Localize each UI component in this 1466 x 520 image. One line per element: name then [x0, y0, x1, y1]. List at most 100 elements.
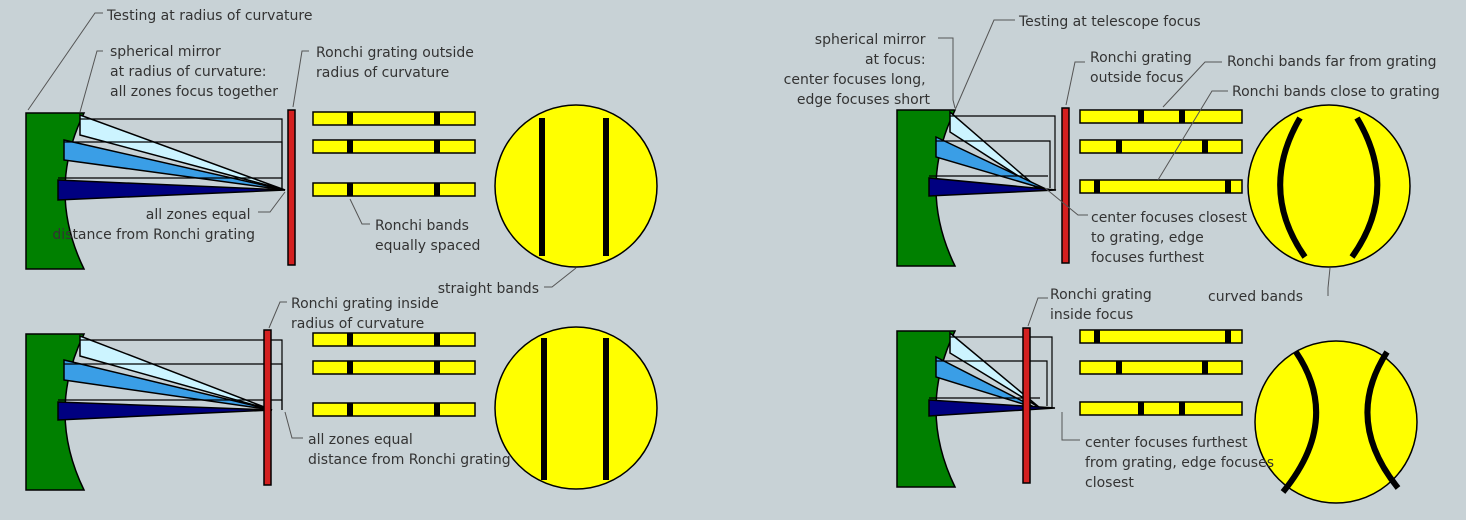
bar-band [1116, 361, 1122, 374]
bar-band [434, 112, 440, 125]
left-leaders [27, 12, 577, 439]
zone-cones-left-top [57, 113, 286, 201]
ronchi-bars-right-bottom [1079, 329, 1243, 416]
return-ray [936, 140, 1051, 188]
left-bottom-assembly [25, 326, 658, 491]
left-top-assembly [25, 104, 658, 270]
zone-inner-cone [928, 399, 1056, 417]
left-inside-zones-label: all zones equal distance from Ronchi gra… [308, 432, 511, 468]
ronchi-bar [1079, 139, 1243, 154]
straight-band [539, 118, 545, 256]
right-outside-focus-label: center focuses closest to grating, edge … [1091, 210, 1252, 266]
bar-band [1225, 180, 1231, 193]
left-inside-grating-label: Ronchi grating inside radius of curvatur… [291, 296, 443, 332]
straight-bands-label: straight bands [438, 281, 539, 297]
bar-band [434, 333, 440, 346]
ronchi-bar [1079, 329, 1243, 344]
right-bottom-assembly [896, 327, 1418, 504]
return-ray [950, 115, 1056, 190]
ronchi-bar [312, 139, 476, 154]
return-ray [64, 363, 283, 410]
right-panel: Testing at telescope focus spherical mir… [784, 14, 1440, 504]
right-mirror-label: spherical mirror at focus: center focuse… [784, 32, 931, 108]
right-inside-focus-label: center focuses furthest from grating, ed… [1085, 435, 1278, 491]
zone-outer-cone [79, 334, 273, 411]
straight-band [603, 118, 609, 256]
bar-band [1116, 140, 1122, 153]
ronchi-grating-left-bottom [263, 329, 272, 486]
bar-band [347, 140, 353, 153]
zone-cones-left-bottom [57, 334, 283, 421]
left-panel: Testing at radius of curvature spherical… [25, 8, 658, 491]
bar-band [434, 361, 440, 374]
curved-band [1349, 116, 1381, 259]
zone-outer-cone [949, 110, 1041, 191]
straight-band [603, 338, 609, 480]
bar-band [347, 333, 353, 346]
ronchi-bar [312, 182, 476, 197]
zone-outer-cone [79, 113, 286, 191]
bar-band [1138, 402, 1144, 415]
ronchi-bars-right-top [1079, 109, 1243, 194]
bar-band [1179, 110, 1185, 123]
ronchi-grating-left-top [287, 109, 296, 266]
ronchi-bar [312, 111, 476, 126]
right-inside-grating-label: Ronchi grating inside focus [1050, 287, 1156, 323]
ronchi-bars-left-top [312, 111, 476, 197]
bar-band [434, 140, 440, 153]
ronchi-bars-left-bottom [312, 332, 476, 417]
ronchi-bar [312, 332, 476, 347]
ronchi-bar [1079, 179, 1243, 194]
straight-band [541, 338, 547, 480]
curved-band [1280, 350, 1320, 494]
ronchi-grating-right-top [1061, 107, 1070, 264]
bar-band [1179, 402, 1185, 415]
ronchigram-right-top [1247, 104, 1411, 268]
ronchigram-right-bottom [1254, 340, 1418, 504]
return-ray [64, 141, 283, 190]
ronchigram-left-bottom [494, 326, 658, 490]
ronchi-bar [1079, 109, 1243, 124]
bar-band [1138, 110, 1144, 123]
right-title: Testing at telescope focus [1018, 14, 1201, 30]
left-mirror-label: spherical mirror at radius of curvature:… [110, 44, 278, 100]
bar-band [1202, 361, 1208, 374]
bar-band [347, 361, 353, 374]
curved-band [1364, 350, 1401, 490]
ronchi-bar [312, 360, 476, 375]
bar-band [347, 403, 353, 416]
zone-inner-cone [57, 179, 286, 201]
return-ray [950, 336, 1053, 408]
bar-band [1225, 330, 1231, 343]
bar-band [1094, 330, 1100, 343]
right-outside-grating-label: Ronchi grating outside focus [1090, 50, 1196, 86]
left-outside-zones-label: all zones equal distance from Ronchi gra… [52, 207, 255, 243]
zone-outer-cone [949, 331, 1041, 409]
bands-close-label: Ronchi bands close to grating [1232, 84, 1440, 100]
curved-band [1277, 116, 1308, 259]
return-ray [936, 360, 1048, 406]
right-leaders [938, 19, 1331, 441]
right-top-assembly [896, 104, 1411, 268]
bar-band [1202, 140, 1208, 153]
zone-middle-cone [935, 355, 1037, 409]
bar-band [434, 183, 440, 196]
left-title: Testing at radius of curvature [106, 8, 312, 24]
bands-far-label: Ronchi bands far from grating [1227, 54, 1437, 70]
ronchi-bar [312, 402, 476, 417]
zone-inner-cone [57, 401, 273, 421]
zone-middle-cone [63, 359, 273, 411]
zone-inner-cone [928, 177, 1057, 197]
left-outside-grating-label: Ronchi grating outside radius of curvatu… [316, 45, 478, 81]
ronchi-bar [1079, 360, 1243, 375]
ronchigram-left-top [494, 104, 658, 268]
bar-band [347, 183, 353, 196]
ronchi-grating-right-bottom [1022, 327, 1031, 484]
curved-bands-label: curved bands [1208, 289, 1303, 305]
bar-band [434, 403, 440, 416]
zone-middle-cone [935, 135, 1049, 191]
bar-band [347, 112, 353, 125]
zone-cones-right-bottom [928, 331, 1056, 417]
zone-cones-right-top [928, 110, 1057, 197]
